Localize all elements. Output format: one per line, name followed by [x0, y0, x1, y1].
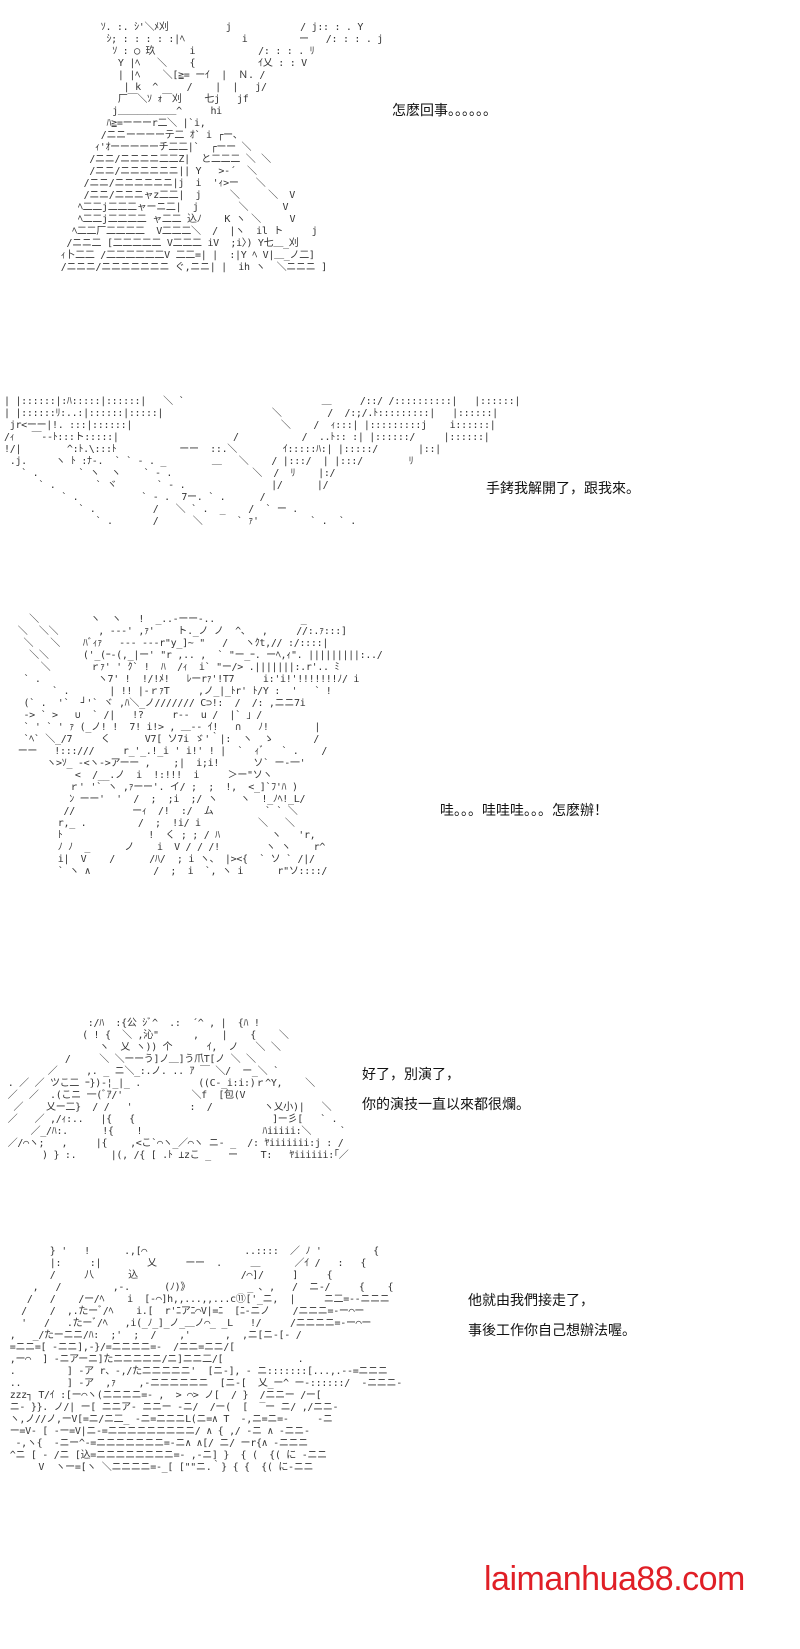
ascii-art-girl-cat-ears: ｿ. :. ｼ'＼ﾒ刈 j / j:: : . Y ｼ; : : : : :|ﾍ… — [60, 22, 384, 273]
panel-3: ＼ ヽ ヽ ! _..-ーー-.. _ ＼ ＼＼ , ---' ,ｧ' ト._ノ… — [0, 610, 800, 980]
panel-4: :/ﾊ :{公 ｼﾞ^ .: ´^ , | {ﾊ ! ( ! { ＼ ,沁" ,… — [0, 1010, 800, 1210]
dialogue-line: 他就由我們接走了， — [468, 1293, 594, 1309]
dialogue-line: 你的演技一直以來都很爛。 — [362, 1097, 530, 1113]
dialogue-2: 手銬我解開了，跟我來。 — [486, 478, 640, 500]
dialogue-line: 手銬我解開了，跟我來。 — [486, 481, 640, 497]
ascii-art-two-figures: :/ﾊ :{公 ｼﾞ^ .: ´^ , | {ﾊ ! ( ! { ＼ ,沁" ,… — [7, 1018, 349, 1161]
dialogue-line: 好了，別演了， — [362, 1067, 460, 1083]
dialogue-5: 他就由我們接走了， 事後工作你自己想辦法喔。 — [468, 1290, 636, 1342]
dialogue-line: 事後工作你自己想辦法喔。 — [468, 1323, 636, 1339]
dialogue-3: 哇。。。哇哇哇。。。怎麽辦！ — [440, 800, 608, 822]
ascii-art-broken-chains: | |::::::|:ﾊ:::::|::::::| ＼ ` ＿ /::/ /::… — [4, 396, 521, 527]
panel-5: } ' ! .,[⌒ ..:::: ／ ﾉ ' { |: :| 乂 ーー . ＿… — [0, 1240, 800, 1649]
panel-1: ｿ. :. ｼ'＼ﾒ刈 j / j:: : . Y ｼ; : : : : :|ﾍ… — [0, 0, 800, 370]
ascii-art-crowd: } ' ! .,[⌒ ..:::: ／ ﾉ ' { |: :| 乂 ーー . ＿… — [9, 1246, 403, 1473]
site-watermark: laimanhua88.com — [484, 1560, 745, 1598]
dialogue-1: 怎麽回事。。。。。。 — [392, 100, 497, 122]
dialogue-line: 哇。。。哇哇哇。。。怎麽辦！ — [440, 803, 608, 819]
panel-2: | |::::::|:ﾊ:::::|::::::| ＼ ` ＿ /::/ /::… — [0, 390, 800, 590]
ascii-art-panicking-girl: ＼ ヽ ヽ ! _..-ーー-.. _ ＼ ＼＼ , ---' ,ｧ' ト._ノ… — [17, 614, 383, 877]
dialogue-line: 怎麽回事。。。。。。 — [392, 103, 497, 119]
dialogue-4: 好了，別演了， 你的演技一直以來都很爛。 — [362, 1064, 530, 1116]
